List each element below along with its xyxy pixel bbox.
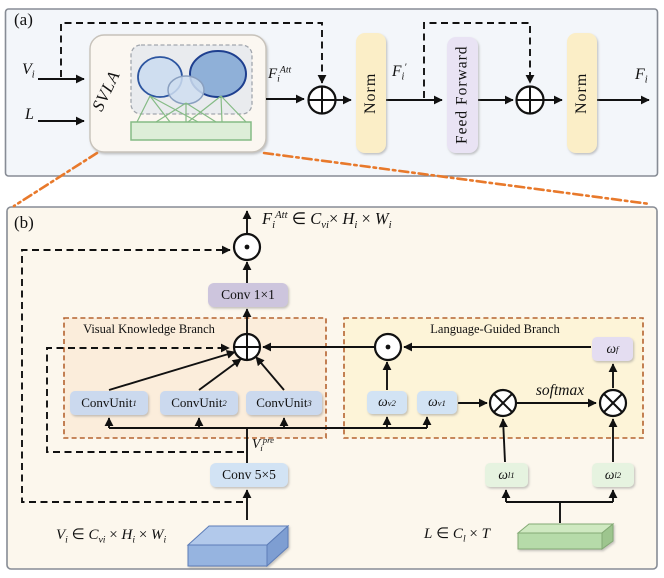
concept-ellipse-small: [167, 75, 205, 105]
v-pre-label: Vipre: [252, 435, 275, 454]
residual-skip-2-dashed: [423, 22, 535, 98]
add-operator-b: [232, 332, 262, 362]
norm1-box: [356, 33, 386, 153]
convunit1-to-add-arrow: [108, 350, 236, 391]
panel-a-label: (a): [14, 10, 33, 29]
zoom-connector-right: [262, 151, 652, 206]
v-pre-dashed-feed: [46, 343, 244, 453]
matmul-operator-1: [488, 388, 518, 418]
l-split-line: [506, 501, 613, 523]
feed-forward-box: [447, 37, 478, 153]
feed-forward-label: Feed Forward: [453, 45, 471, 145]
v-input-label: Vi: [22, 61, 35, 81]
v-slab-front: [187, 544, 268, 567]
zoom-connector-left: [12, 151, 99, 208]
omega-v2-box: [367, 391, 407, 414]
add-operator-2: [515, 85, 545, 115]
l-input-dims-label: L ∈ Cl × T: [424, 526, 490, 545]
omega-l2-box: [592, 463, 634, 487]
input-arrows: [38, 74, 85, 126]
wl1-to-matmul1-arrow: [498, 418, 508, 463]
visual-branch-title: Visual Knowledge Branch: [83, 322, 215, 336]
convunit3-to-add-arrow: [255, 356, 285, 391]
language-branch-title: Language-Guided Branch: [430, 322, 560, 336]
residual-skip-1-dashed: [60, 22, 327, 84]
panel-a-diagram: [38, 22, 650, 153]
omega-v1-box: [417, 391, 457, 414]
svla-block: [89, 34, 267, 153]
v-input-dims-label: Vi ∈ Cvi × Hi × Wi: [56, 527, 167, 546]
conv5x5-label: Conv 5×5: [222, 466, 276, 482]
conv1x1-box: [208, 283, 288, 307]
grounding-lines: [136, 95, 247, 123]
l-slab-front: [517, 532, 603, 550]
v-input-tensor: [186, 524, 290, 568]
convunit2-box: [160, 391, 238, 415]
f-prime-label: Fi′: [392, 62, 407, 83]
panel-a-flow: [266, 94, 650, 105]
panel-b-label: (b): [14, 213, 34, 232]
add-operator-1: [307, 85, 337, 115]
panel-b-flow: [104, 210, 618, 523]
l-slab-top: [516, 523, 615, 534]
conv5x5-box: [210, 463, 288, 487]
l-input-label: L: [25, 106, 34, 123]
language-base-bar: [130, 121, 252, 141]
matmul-operator-2: [598, 388, 628, 418]
convunit2-to-add-arrow: [198, 358, 242, 391]
elementwise-mul-lang: [373, 332, 403, 362]
convunit1-box: [70, 391, 148, 415]
concept-ellipse-dark: [189, 50, 247, 98]
norm2-label: Norm: [573, 72, 590, 114]
omega-f-box: [592, 337, 633, 361]
l-input-tensor: [516, 522, 615, 550]
conv1x1-label: Conv 1×1: [221, 286, 275, 302]
norm2-box: [567, 33, 597, 153]
output-dims-label: FiAtt ∈ Cvi× Hi × Wi: [262, 209, 392, 231]
softmax-label: softmax: [535, 382, 585, 399]
omega-l1-box: [485, 463, 528, 487]
f-att-label-a: FiAtt: [268, 64, 292, 85]
v-input-dashed-feed: [21, 245, 243, 503]
convunit3-box: [246, 391, 322, 415]
zoom-connector-lines: [12, 151, 652, 208]
elementwise-mul-top: [232, 232, 262, 262]
norm1-label: Norm: [362, 72, 379, 114]
panel-b-diagram: [21, 210, 644, 568]
f-out-label: Fi: [635, 66, 648, 86]
